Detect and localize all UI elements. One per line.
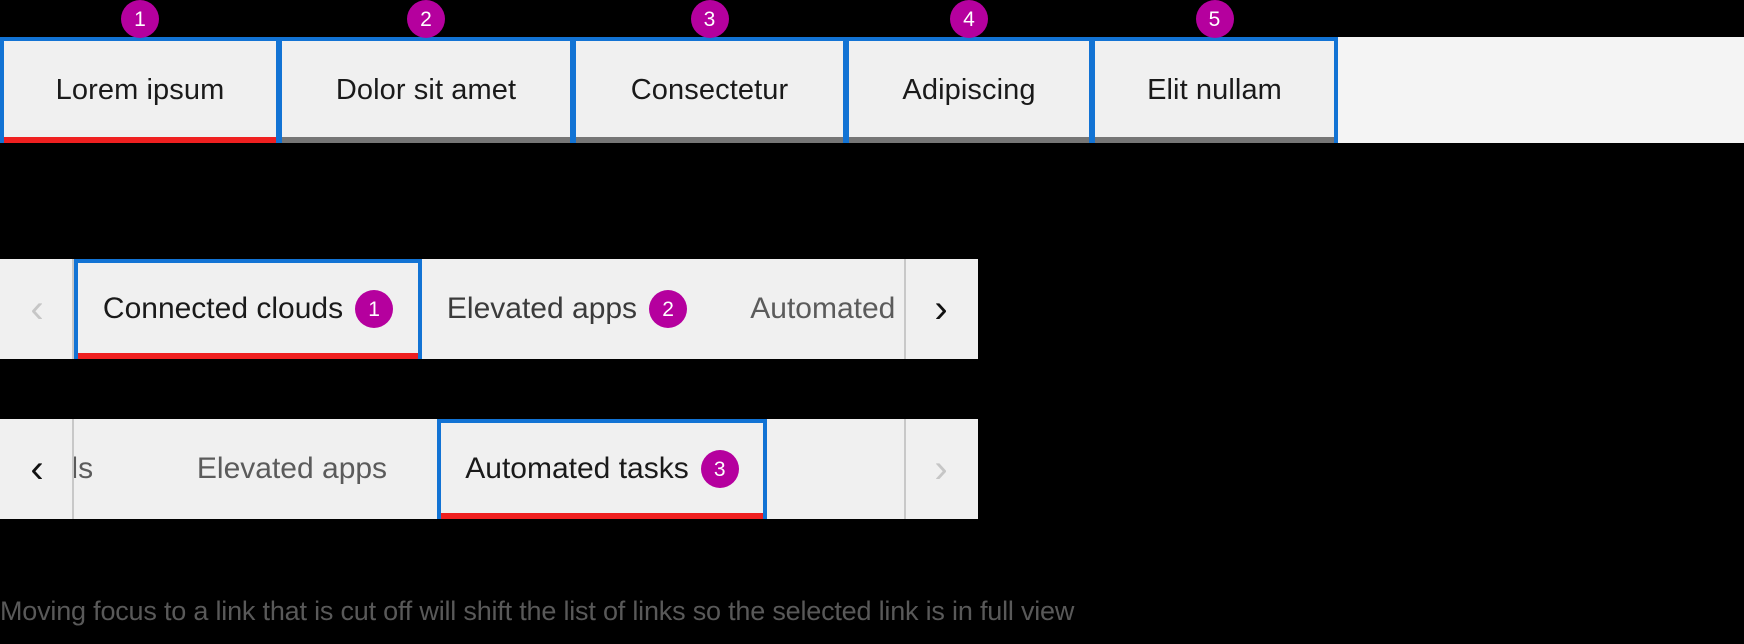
tab-3[interactable]: Consectetur (572, 37, 847, 143)
link-label: Connected clouds (74, 452, 94, 485)
tab-1[interactable]: Lorem ipsum (0, 37, 280, 143)
callout-badge-2: 2 (407, 0, 445, 38)
chevron-right-glyph: › (934, 287, 948, 331)
link-label: Automated tasks (465, 452, 689, 485)
caption-text: Moving focus to a link that is cut off w… (0, 596, 1075, 626)
link-underline (78, 353, 418, 359)
callout-badge-4: 4 (950, 0, 988, 38)
chevron-divider (72, 259, 74, 359)
tab-label: Elit nullam (1147, 73, 1282, 106)
chevron-right-glyph: › (934, 447, 948, 491)
tab-label: Dolor sit amet (335, 73, 517, 106)
callout-badge-1: 1 (355, 290, 394, 328)
link-label: Elevated apps (446, 292, 638, 325)
tab-underline (849, 137, 1089, 143)
tab-label: Consectetur (630, 73, 789, 106)
top-tab-strip: Lorem ipsum Dolor sit amet Consectetur Adip… (0, 37, 1744, 143)
link-1[interactable]: Connected clouds 1 (74, 259, 422, 359)
scroll-right-chevron-icon[interactable]: › (904, 419, 978, 519)
link-label: Connected clouds (102, 292, 344, 325)
scroll-right-chevron-icon[interactable]: › (904, 259, 978, 359)
chevron-divider (904, 259, 906, 359)
link-label: Automated tasks (750, 292, 904, 325)
link-3[interactable]: Automated tasks (712, 259, 904, 359)
callout-badge-3: 3 (700, 450, 739, 488)
tab-underline (4, 137, 276, 143)
callout-badge-3: 3 (690, 0, 729, 38)
scrolling-link-bar-initial: ‹ Connected clouds 1 Elevated apps 2 Automat… (0, 259, 978, 359)
link-track: Connected clouds 1 Elevated apps 2 Automated… (74, 259, 904, 359)
tab-2[interactable]: Dolor sit amet (278, 37, 574, 143)
tab-list: Lorem ipsum Dolor sit amet Consectetur Adip… (0, 37, 1338, 143)
chevron-left-glyph: ‹ (30, 447, 44, 491)
link-2[interactable]: Elevated apps (147, 419, 437, 519)
callout-badge-2: 2 (649, 290, 688, 328)
link-2[interactable]: Elevated apps 2 (422, 259, 712, 359)
tab-label: Lorem ipsum (55, 73, 225, 106)
chevron-divider (72, 419, 74, 519)
link-viewport: Connected clouds 1 Elevated apps 2 Automated… (74, 259, 904, 359)
scrolling-link-bar-shifted: ‹ Connected clouds Elevated apps Automated… (0, 419, 978, 519)
tab-5[interactable]: Elit nullam (1091, 37, 1338, 143)
tab-underline (1095, 137, 1334, 143)
chevron-divider (904, 419, 906, 519)
scroll-left-chevron-icon[interactable]: ‹ (0, 259, 74, 359)
tab-4[interactable]: Adipiscing (845, 37, 1093, 143)
chevron-left-glyph: ‹ (30, 287, 44, 331)
tab-label: Adipiscing (902, 73, 1036, 106)
link-underline (441, 513, 763, 519)
link-viewport: Connected clouds Elevated apps Automated t… (74, 419, 904, 519)
link-label: Elevated apps (196, 452, 388, 485)
callout-badge-5: 5 (1195, 0, 1234, 38)
link-1[interactable]: Connected clouds (74, 419, 147, 519)
link-track: Connected clouds Elevated apps Automated t… (74, 419, 767, 519)
link-3[interactable]: Automated tasks 3 (437, 419, 767, 519)
scroll-left-chevron-icon[interactable]: ‹ (0, 419, 74, 519)
tab-underline (576, 137, 843, 143)
callout-badge-1: 1 (121, 0, 159, 38)
tab-underline (282, 137, 570, 143)
